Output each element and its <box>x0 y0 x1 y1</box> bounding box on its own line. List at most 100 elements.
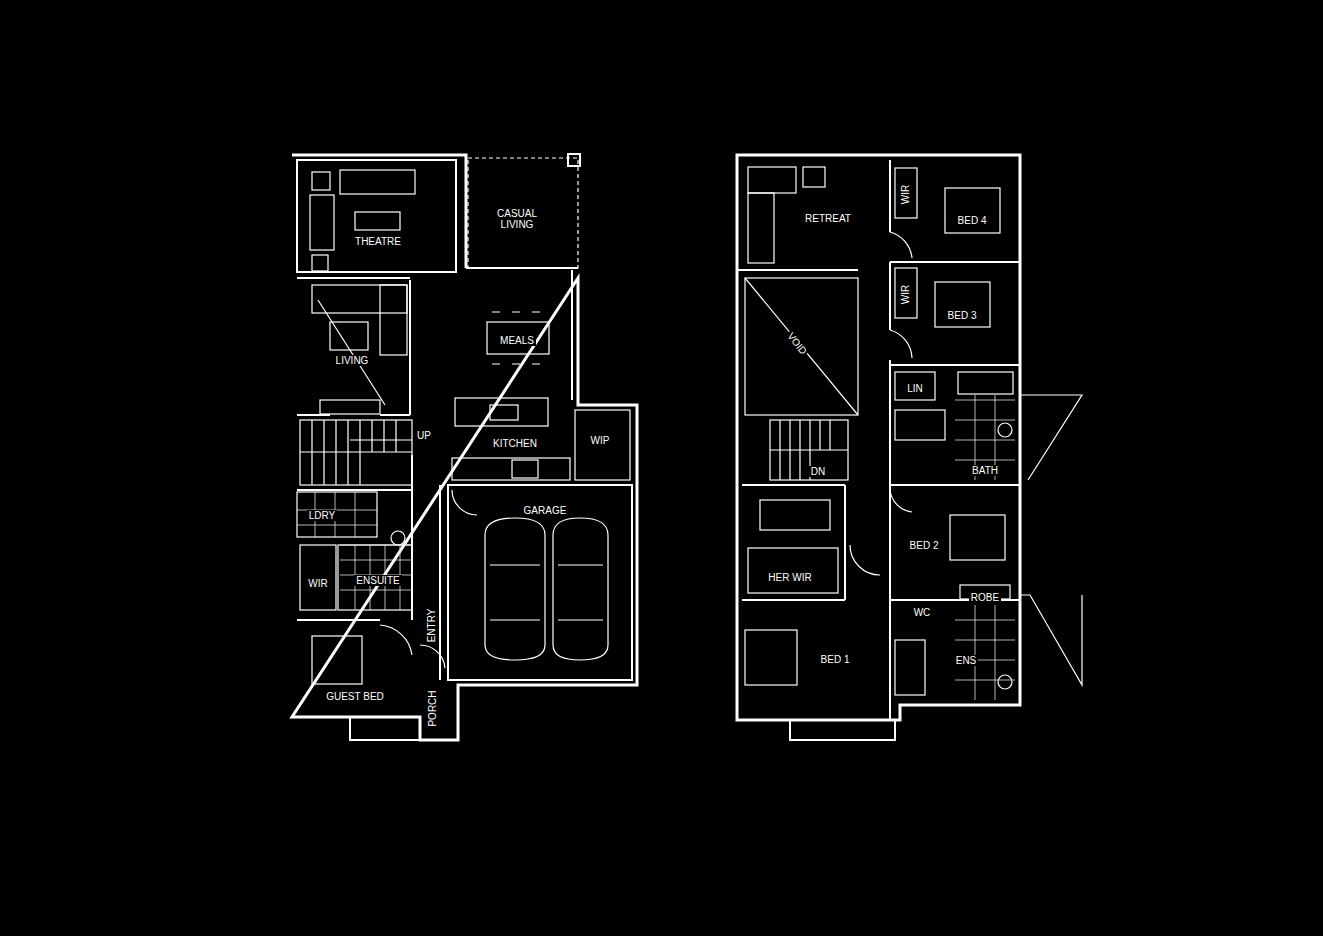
lamp <box>312 255 328 271</box>
car <box>485 518 545 660</box>
wc <box>998 675 1012 689</box>
room-label: BED 1 <box>819 654 852 665</box>
tiles <box>297 492 412 610</box>
post <box>568 154 580 166</box>
room-label: WIR <box>306 578 329 589</box>
wir <box>895 168 917 218</box>
room-label: VOID <box>784 328 810 357</box>
tiles <box>955 395 1015 480</box>
sofa <box>312 285 407 313</box>
chair <box>803 167 825 187</box>
bed <box>745 630 797 685</box>
car <box>553 518 608 660</box>
sofa <box>748 193 774 263</box>
room-label: ENS <box>954 655 979 666</box>
room-label: HER WIR <box>766 572 813 583</box>
tv <box>320 400 380 414</box>
vanity <box>895 640 925 695</box>
room-label: ENTRY <box>427 606 438 644</box>
ensuite <box>338 545 412 610</box>
window <box>737 300 785 720</box>
room-label: BED 3 <box>946 310 979 321</box>
lamp <box>312 172 330 190</box>
room-label: KITCHEN <box>491 438 539 449</box>
wall <box>297 455 440 680</box>
stair-arrow <box>350 439 412 440</box>
wall <box>737 160 1020 720</box>
room-label: LDRY <box>307 510 338 521</box>
window <box>312 716 402 717</box>
room-label: WIR <box>900 182 911 205</box>
lin <box>895 372 935 400</box>
table <box>487 322 549 354</box>
treads <box>300 420 412 485</box>
shelf <box>760 500 830 530</box>
chair <box>330 322 368 350</box>
shelf <box>748 548 838 593</box>
basin <box>391 531 405 545</box>
sofa <box>340 170 415 194</box>
tiles <box>955 605 1015 700</box>
room-label: UP <box>415 430 433 441</box>
room-label: LIN <box>905 383 925 394</box>
room-label: BATH <box>970 465 1000 476</box>
bed <box>950 515 1005 560</box>
stairs <box>770 420 848 480</box>
rug-line <box>318 300 385 405</box>
room-label: BED 4 <box>956 215 989 226</box>
void-diag <box>745 278 858 415</box>
wc <box>998 423 1012 437</box>
room-label: GUEST BED <box>324 691 386 702</box>
garage <box>448 485 632 680</box>
sofa <box>310 195 334 250</box>
chairs <box>492 312 540 364</box>
vanity <box>895 410 945 440</box>
room-label: BED 2 <box>908 540 941 551</box>
wip-room <box>575 410 630 480</box>
door-swing <box>850 490 912 575</box>
wir <box>300 545 336 610</box>
room-label: WC <box>912 607 933 618</box>
bay <box>790 720 895 740</box>
stairs <box>300 420 412 485</box>
island <box>455 398 548 426</box>
casual-living <box>468 158 578 268</box>
porch-edge <box>350 717 420 740</box>
room-label: GARAGE <box>522 505 569 516</box>
wall <box>297 268 578 415</box>
bed <box>945 188 1000 233</box>
sink <box>490 405 518 420</box>
door-swing <box>890 232 912 358</box>
room-label: DN <box>809 466 827 477</box>
door-swing <box>452 490 477 515</box>
void <box>745 278 858 415</box>
outer-wall <box>292 155 637 740</box>
door-swing <box>380 625 412 655</box>
room-label: WIP <box>589 435 612 446</box>
table <box>355 212 400 230</box>
room-label: RETREAT <box>803 213 853 224</box>
treads <box>770 420 848 480</box>
sofa <box>748 167 796 193</box>
room-label: LIVING <box>334 355 371 366</box>
room-label: CASUAL LIVING <box>491 208 543 230</box>
bath-tub <box>958 372 1013 394</box>
room-label: THEATRE <box>353 236 403 247</box>
balcony <box>1020 395 1082 685</box>
door-swing <box>420 645 445 668</box>
room-label: ROBE <box>969 592 1001 603</box>
room-label: ENSUITE <box>354 575 401 586</box>
bench <box>452 458 570 480</box>
sofa <box>380 285 407 355</box>
outer-wall <box>737 155 1020 720</box>
room-label: WIR <box>900 282 911 305</box>
bed <box>935 282 990 327</box>
room-label: PORCH <box>427 688 438 728</box>
theatre-room <box>297 160 456 272</box>
room-label: MEALS <box>498 335 536 346</box>
bed <box>312 636 362 684</box>
wir <box>895 268 917 318</box>
cooktop <box>512 460 538 478</box>
laundry <box>297 492 377 537</box>
